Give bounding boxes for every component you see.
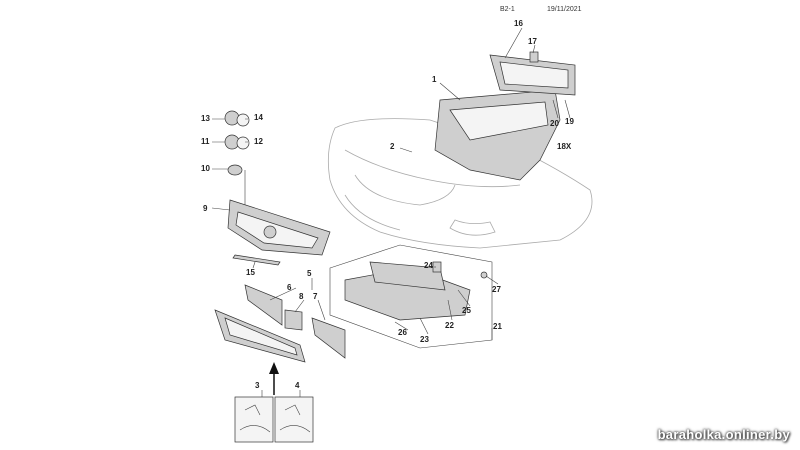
callout: 7	[313, 292, 318, 301]
callout: 8	[299, 292, 304, 301]
callout-labels: 16 17 1 2 20 19 18X 13 14 11 12 10 9 15 …	[201, 19, 574, 390]
callout: 18X	[557, 142, 572, 151]
callout: 2	[390, 142, 395, 151]
page-code: B2-1	[500, 6, 515, 13]
callout: 4	[295, 381, 300, 390]
callout: 21	[493, 322, 502, 331]
emblems	[224, 110, 250, 176]
up-arrow-icon	[269, 362, 279, 395]
callout: 5	[307, 269, 312, 278]
callout: 23	[420, 335, 429, 344]
diagram-date: 19/11/2021	[547, 6, 582, 13]
callout: 26	[398, 328, 407, 337]
callout: 17	[528, 37, 537, 46]
detail-insets	[234, 390, 314, 443]
callout: 11	[201, 137, 210, 146]
lower-grilles	[214, 284, 346, 363]
part-16-shutter	[489, 51, 576, 96]
callout: 14	[254, 113, 263, 122]
callout: 3	[255, 381, 260, 390]
front-bumper	[327, 118, 593, 249]
callout: 12	[254, 137, 263, 146]
callout: 9	[203, 204, 208, 213]
callout: 16	[514, 19, 523, 28]
callout: 15	[246, 268, 255, 277]
callout: 6	[287, 283, 292, 292]
callout: 19	[565, 117, 574, 126]
callout: 20	[550, 119, 559, 128]
leader-lines	[211, 27, 571, 340]
watermark: baraholka.onliner.by	[657, 427, 790, 442]
callout: 24	[424, 261, 433, 270]
part-21-absorber-group	[329, 244, 493, 349]
callout: 13	[201, 114, 210, 123]
callout: 10	[201, 164, 210, 173]
callout: 27	[492, 285, 501, 294]
callout: 1	[432, 75, 437, 84]
part-9-grille	[227, 199, 331, 266]
callout: 22	[445, 321, 454, 330]
part-1-carrier	[434, 89, 561, 181]
callout: 25	[462, 306, 471, 315]
